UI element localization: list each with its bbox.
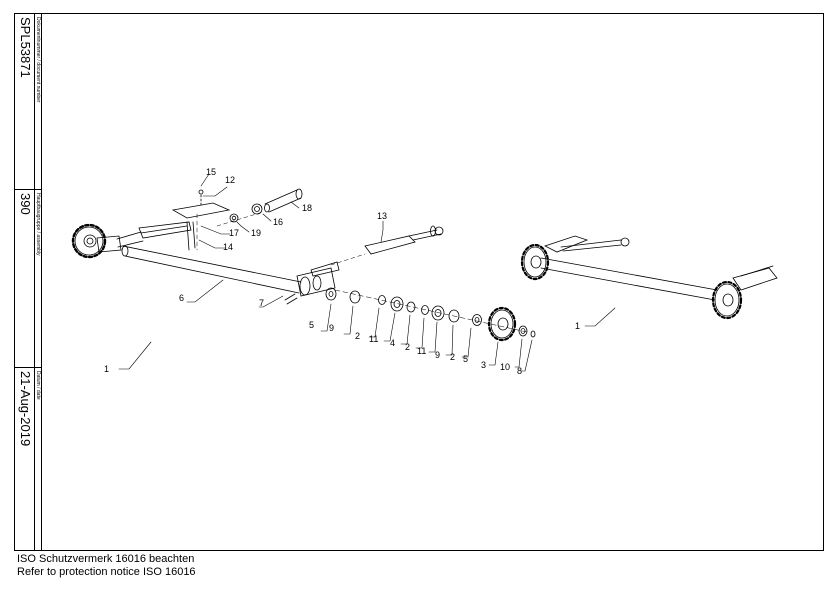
callout-5b: 5	[463, 354, 468, 364]
callout-9b: 9	[435, 350, 440, 360]
right-sprocket-far	[711, 280, 743, 320]
callout-18: 18	[302, 203, 312, 213]
callout-1-left: 1	[104, 364, 109, 374]
callout-2b: 2	[405, 342, 410, 352]
protection-notice-de: ISO Schutzvermerk 16016 beachten	[17, 553, 195, 565]
callout-12: 12	[225, 175, 235, 185]
callout-11b: 11	[417, 346, 426, 356]
leader-lines	[118, 173, 616, 372]
callout-7: 7	[259, 298, 264, 308]
callout-9a: 9	[329, 323, 334, 333]
right-assembly	[520, 235, 778, 320]
assembly-label: Hauptbaugruppe / assembly	[35, 193, 41, 256]
title-block: Dokumentnummer / document number SPL5387…	[15, 14, 42, 550]
callout-10: 10	[500, 362, 510, 372]
callout-1-right: 1	[575, 321, 580, 331]
callout-17: 17	[229, 228, 239, 238]
protection-notice-en: Refer to protection notice ISO 16016	[17, 566, 196, 578]
callout-5a: 5	[309, 320, 314, 330]
callout-4: 4	[390, 338, 395, 348]
callout-13: 13	[377, 211, 387, 221]
date-label: Datum / date	[35, 371, 41, 400]
callout-6: 6	[179, 293, 184, 303]
main-tube	[121, 245, 302, 294]
callout-2c: 2	[450, 352, 455, 362]
sprocket-3	[487, 306, 517, 342]
callout-numbers: 1 1 6 7 5 9 2 11 4 2 11 9 2 5 3 10 8 12 …	[104, 167, 580, 376]
callout-15: 15	[206, 167, 216, 177]
shaft-13	[364, 225, 444, 255]
exploded-parts-drawing: 1 1 6 7 5 9 2 11 4 2 11 9 2 5 3 10 8 12 …	[71, 167, 778, 376]
drawing-frame: Dokumentnummer / document number SPL5387…	[14, 13, 824, 551]
date-cell: Datum / date 21-Aug-2019	[15, 368, 41, 550]
callout-19: 19	[251, 228, 261, 238]
date-value: 21-Aug-2019	[18, 371, 33, 447]
assembly-cell: Hauptbaugruppe / assembly 390	[15, 190, 41, 368]
callout-3: 3	[481, 360, 486, 370]
plate-12	[171, 202, 231, 219]
callout-14: 14	[223, 242, 233, 252]
exploded-hardware	[325, 287, 536, 342]
document-number-label: Dokumentnummer / document number	[35, 17, 41, 103]
right-sprocket-near	[520, 243, 550, 281]
tube-end-housing	[296, 261, 340, 297]
pin-18	[264, 188, 303, 213]
document-number-cell: Dokumentnummer / document number SPL5387…	[15, 14, 41, 190]
callout-16: 16	[273, 217, 283, 227]
assembly-number: 390	[18, 193, 33, 215]
left-assembly	[71, 188, 528, 333]
left-sprocket	[71, 223, 107, 259]
document-number: SPL53871	[18, 17, 33, 78]
callout-2a: 2	[355, 331, 360, 341]
protection-notice: ISO Schutzvermerk 16016 beachten Refer t…	[17, 553, 196, 579]
callout-11a: 11	[369, 334, 378, 344]
callout-8: 8	[517, 366, 522, 376]
